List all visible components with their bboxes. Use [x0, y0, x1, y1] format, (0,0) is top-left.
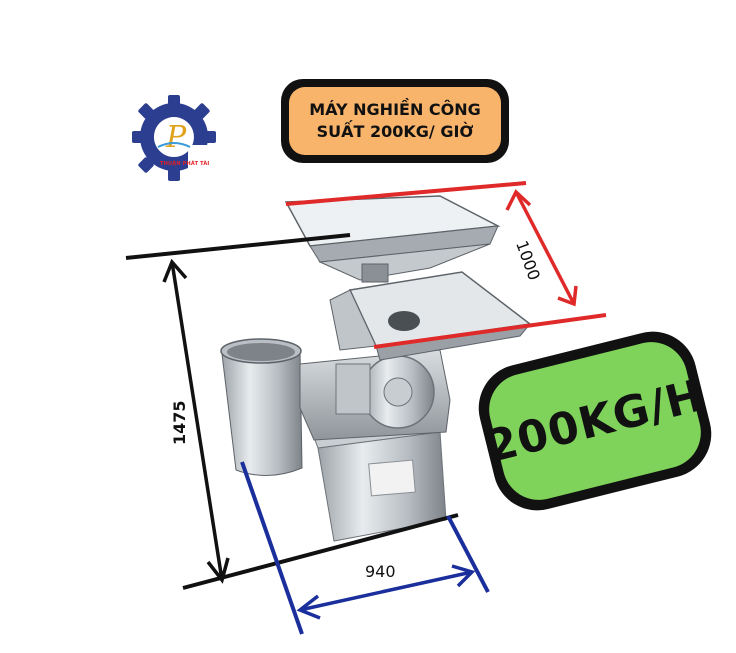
lower-hopper	[329, 271, 532, 361]
title-label: MÁY NGHIỀN CÔNG SUẤT 200KG/ GIỜ	[281, 79, 509, 163]
svg-text:P: P	[165, 120, 187, 155]
title-line-1: MÁY NGHIỀN CÔNG	[309, 100, 481, 119]
upper-hopper	[284, 195, 501, 283]
title-line-2: SUẤT 200KG/ GIỜ	[316, 122, 474, 141]
width-dimension-lines	[240, 461, 490, 635]
height-dimension-lines	[125, 233, 459, 590]
logo-text: THUẬN PHÁT TÀI	[160, 161, 210, 167]
company-logo-gear-icon: P	[132, 95, 216, 185]
depth-dimension-lines	[285, 181, 607, 349]
grinding-chamber	[299, 349, 451, 441]
height-dimension-label: 1475	[170, 400, 189, 445]
width-dimension-label: 940	[365, 562, 396, 581]
collection-bin	[220, 338, 303, 477]
nameplate	[368, 459, 416, 497]
